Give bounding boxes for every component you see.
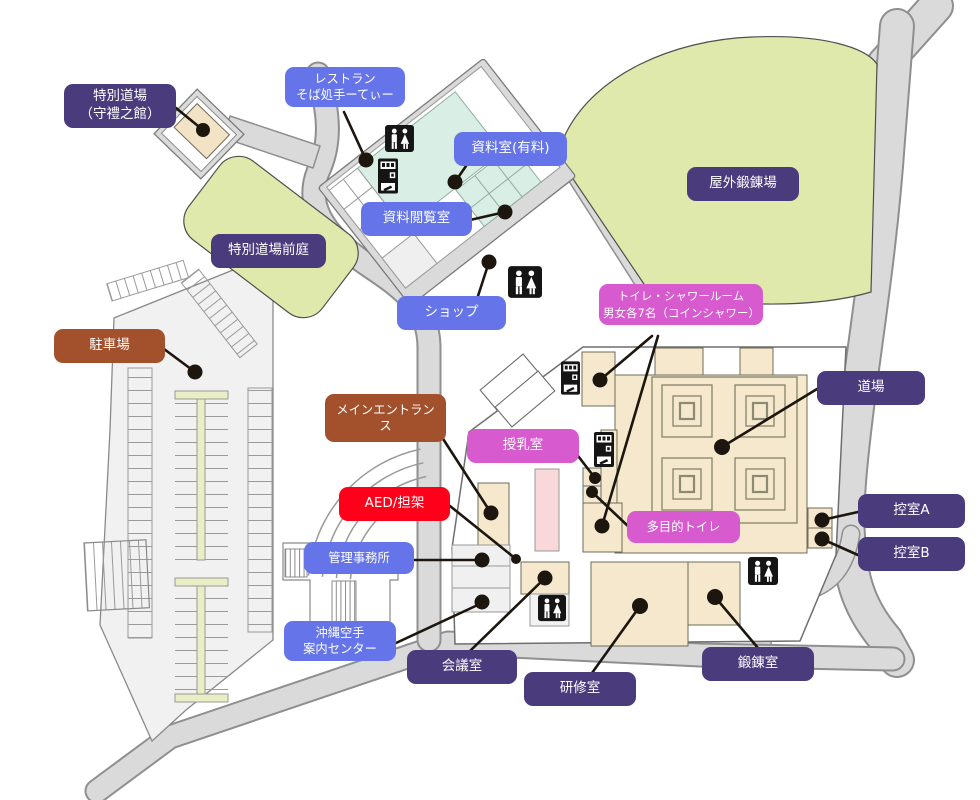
label-outdoor-training: 屋外鍛錬場 xyxy=(687,167,799,201)
entrance-canopy xyxy=(479,353,556,428)
label-nursing-room: 授乳室 xyxy=(467,429,579,463)
label-special-dojo-garden: 特別道場前庭 xyxy=(211,234,326,268)
label-restaurant: レストラン そば処手ーてぃー xyxy=(285,67,405,108)
restroom-icon xyxy=(508,266,542,298)
vending-machine-icon xyxy=(594,432,614,467)
parking-lot xyxy=(83,259,274,743)
label-multipurpose-toilet: 多目的トイレ xyxy=(627,511,740,544)
leader-lines xyxy=(162,106,860,675)
escalator xyxy=(534,468,560,552)
vending-machine-icon xyxy=(561,361,580,395)
label-waiting-room-b: 控室B xyxy=(858,537,965,571)
label-toilet-shower: トイレ・シャワールーム 男女各7名（コインシャワー） xyxy=(599,284,763,326)
shop-area xyxy=(381,232,438,289)
label-waiting-room-a: 控室A xyxy=(858,494,965,528)
marker-dots xyxy=(187,123,830,614)
label-training-room: 鍛錬室 xyxy=(702,647,814,681)
restroom-icon xyxy=(748,557,778,585)
vending-machine-icon xyxy=(378,158,398,194)
label-archive-room: 資料室(有料) xyxy=(454,132,567,166)
restroom-icon xyxy=(538,594,566,622)
label-special-dojo: 特別道場 （守禮之館） xyxy=(64,84,176,128)
label-seminar-room: 研修室 xyxy=(524,672,636,706)
label-dojo: 道場 xyxy=(817,371,925,405)
label-admin-office: 管理事務所 xyxy=(304,542,414,575)
label-main-entrance: メインエントランス xyxy=(325,394,446,443)
restroom-icon xyxy=(385,125,414,152)
dojo-pattern xyxy=(651,376,798,524)
label-meeting-room: 会議室 xyxy=(407,650,517,684)
label-parking: 駐車場 xyxy=(54,329,165,363)
label-aed: AED/担架 xyxy=(339,487,450,521)
label-karate-info-center: 沖縄空手 案内センター xyxy=(284,621,396,662)
label-shop: ショップ xyxy=(397,296,506,330)
label-archive-reading-room: 資料閲覧室 xyxy=(361,202,472,236)
